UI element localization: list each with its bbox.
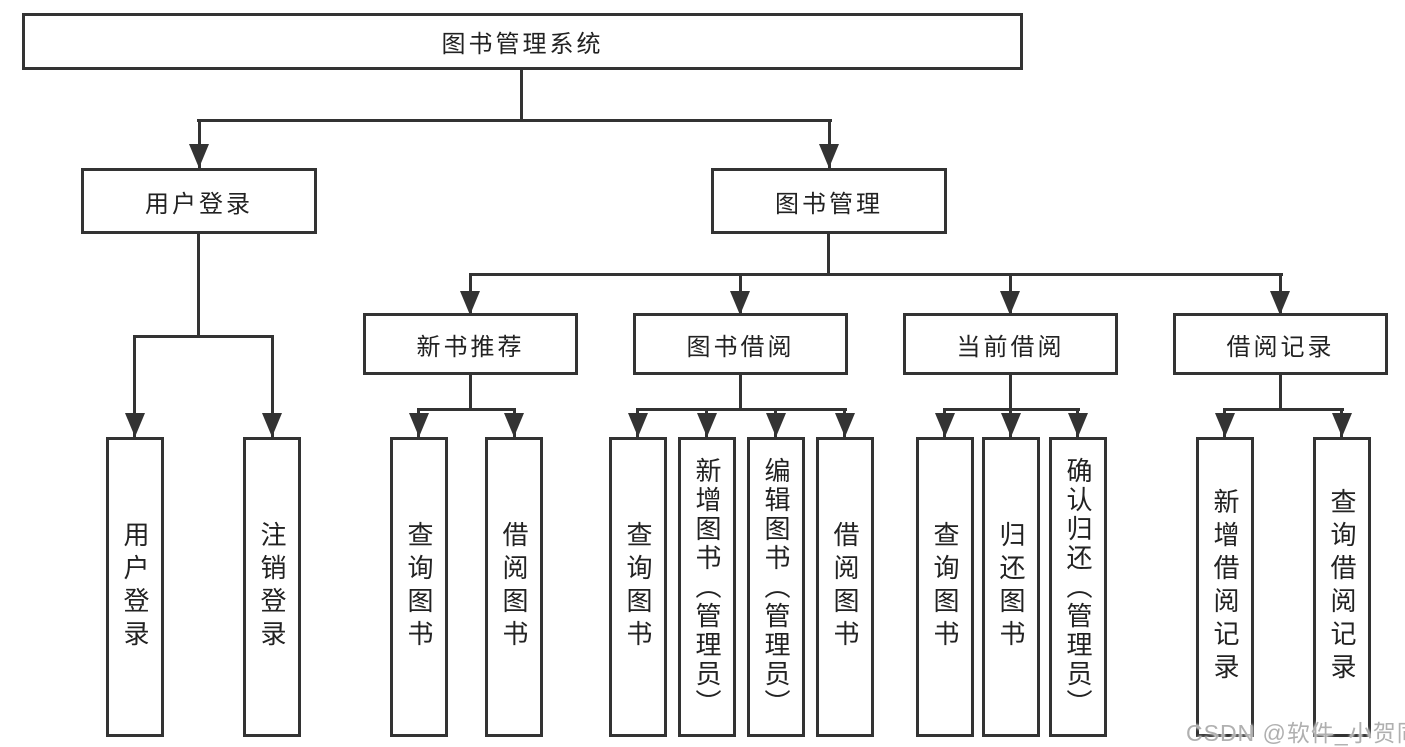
node-borrowing-records: 借阅记录 [1173,313,1388,375]
node-label: 图书借阅 [686,333,795,361]
node-leaf-return-books: 归还图书 [982,437,1040,737]
node-leaf-query-books-2: 查询图书 [609,437,667,737]
node-leaf-logout: 注销登录 [243,437,301,737]
node-leaf-user-login: 用户登录 [106,437,164,737]
connector-arrowhead [189,144,209,168]
node-label: 查询图书 [930,521,960,653]
connector-line [739,375,742,411]
connector-line [469,273,1283,276]
connector-line [520,69,523,122]
connector-arrowhead [1001,413,1021,437]
connector-arrowhead [697,413,717,437]
connector-arrowhead [409,413,429,437]
connector-arrowhead [1215,413,1235,437]
node-label: 查询图书 [404,521,434,653]
node-label: 新增借阅记录 [1210,488,1240,686]
node-leaf-query-books: 查询图书 [390,437,448,737]
node-leaf-query-books-3: 查询图书 [916,437,974,737]
node-label: 用户登录 [120,521,150,653]
node-book-management-branch: 图书管理 [711,168,947,234]
node-label: 借阅图书 [830,521,860,653]
node-label: 注销登录 [257,521,287,653]
connector-line [828,119,831,168]
node-label: 图书管理 [775,190,883,218]
node-leaf-borrow-books-2: 借阅图书 [816,437,874,737]
node-library-management-system: 图书管理系统 [22,13,1023,70]
node-label: 编辑图书（管理员） [761,456,791,718]
connector-arrowhead [766,413,786,437]
node-label: 新增图书（管理员） [692,456,722,718]
connector-line [827,234,830,276]
node-label: 查询图书 [623,521,653,653]
node-label: 新书推荐 [416,333,525,361]
node-leaf-confirm-return-admin: 确认归还（管理员） [1049,437,1107,737]
connector-line [197,234,200,338]
node-label: 当前借阅 [956,333,1065,361]
connector-line [271,335,274,437]
connector-line [469,375,472,411]
node-label: 借阅图书 [499,521,529,653]
node-label: 确认归还（管理员） [1063,456,1093,718]
connector-arrowhead [1270,291,1290,315]
node-label: 借阅记录 [1226,333,1335,361]
connector-arrowhead [1068,413,1088,437]
node-label: 归还图书 [996,521,1026,653]
node-leaf-edit-books-admin: 编辑图书（管理员） [747,437,805,737]
connector-arrowhead [1000,291,1020,315]
node-leaf-add-borrow-record: 新增借阅记录 [1196,437,1254,737]
connector-arrowhead [730,291,750,315]
node-new-book-recommend: 新书推荐 [363,313,578,375]
connector-arrowhead [262,413,282,437]
connector-arrowhead [460,291,480,315]
connector-line [133,335,136,437]
connector-arrowhead [935,413,955,437]
node-leaf-borrow-books: 借阅图书 [485,437,543,737]
node-user-login-branch: 用户登录 [81,168,317,234]
node-leaf-add-books-admin: 新增图书（管理员） [678,437,736,737]
connector-line [636,408,847,411]
connector-line [197,119,832,122]
node-label: 图书管理系统 [441,31,604,58]
node-leaf-query-borrow-record: 查询借阅记录 [1313,437,1371,737]
connector-line [1223,408,1344,411]
connector-arrowhead [504,413,524,437]
connector-line [1279,375,1282,411]
connector-line [198,119,201,168]
node-current-borrowing: 当前借阅 [903,313,1118,375]
node-book-borrowing: 图书借阅 [633,313,848,375]
connector-line [1009,375,1012,411]
csdn-watermark: CSDN @软件_小贺同学 [1186,720,1405,746]
connector-arrowhead [1332,413,1352,437]
connector-arrowhead [835,413,855,437]
connector-arrowhead [628,413,648,437]
node-label: 用户登录 [145,190,253,218]
connector-line [133,335,274,338]
node-label: 查询借阅记录 [1327,488,1357,686]
connector-arrowhead [125,413,145,437]
connector-arrowhead [819,144,839,168]
connector-line [417,408,516,411]
